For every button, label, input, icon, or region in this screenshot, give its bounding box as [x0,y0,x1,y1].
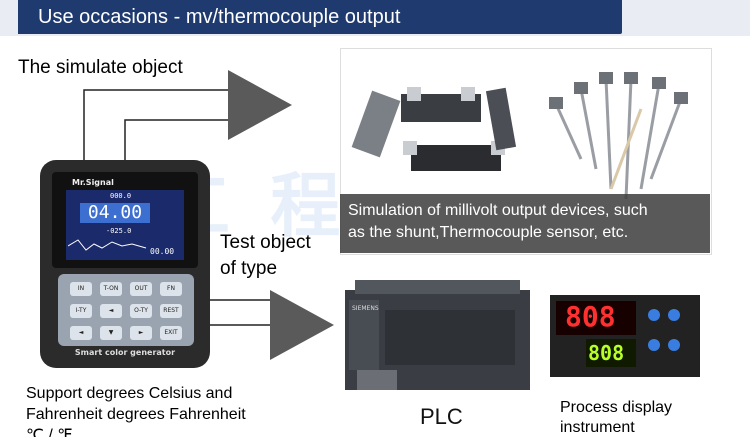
caption-box: Simulation of millivolt output devices, … [340,194,710,253]
key-o-ty[interactable]: O-TY [130,304,152,318]
meter-sv-display: 808 [588,341,625,365]
key-fn[interactable]: FN [160,282,182,296]
screen-bottom-value: 00.00 [150,247,175,256]
connector-line-top-inner [124,119,228,160]
device-keypad: IN T-ON OUT FN I-TY ◄ O-TY REST ◄ ▼ ► EX… [58,274,194,346]
key-down[interactable]: ▼ [100,326,122,340]
device-brand: Mr.Signal [72,178,114,187]
support-text-2: Fahrenheit degrees Fahrenheit [26,406,246,423]
devices-illustration [351,72,688,200]
plc-illustration [345,280,530,390]
key-i-ty[interactable]: I-TY [70,304,92,318]
support-text-1: Support degrees Celsius and [26,385,233,402]
test-object-label-1: Test object [220,232,311,253]
process-display-label-1: Process display [560,399,673,416]
page-title: Use occasions - mv/thermocouple output [18,0,622,34]
simulate-object-label: The simulate object [18,57,183,78]
plc-brand: SIEMENS [352,305,379,312]
arrow-top [228,70,292,140]
screen-upper-value: 000.0 [110,192,132,200]
screen-lower-value: -025.0 [106,227,132,235]
caption-line-1: Simulation of millivolt output devices, … [348,202,648,219]
key-in[interactable]: IN [70,282,92,296]
test-object-label-2: of type [220,258,278,279]
screen-main-value: 04.00 [80,203,150,223]
connector-line-top-outer [83,89,228,160]
key-left[interactable]: ◄ [70,326,92,340]
meter-pv-display: 808 [565,300,616,333]
process-display-label-2: instrument [560,419,635,436]
arrow-bottom [270,290,334,360]
key-right[interactable]: ► [130,326,152,340]
screen-waveform [68,239,147,251]
key-out[interactable]: OUT [130,282,152,296]
key-t-on[interactable]: T-ON [100,282,122,296]
key-exit[interactable]: EXIT [160,326,182,340]
caption-line-2: as the shunt,Thermocouple sensor, etc. [348,224,629,241]
device-screen [66,190,184,260]
plc-label: PLC [420,404,463,429]
key-rest[interactable]: REST [160,304,182,318]
device-footer-label: Smart color generator [74,348,176,357]
process-meter-illustration [550,295,700,377]
support-text-3: ℃ / ℉ [26,427,73,437]
key-left-up[interactable]: ◄ [100,304,122,318]
